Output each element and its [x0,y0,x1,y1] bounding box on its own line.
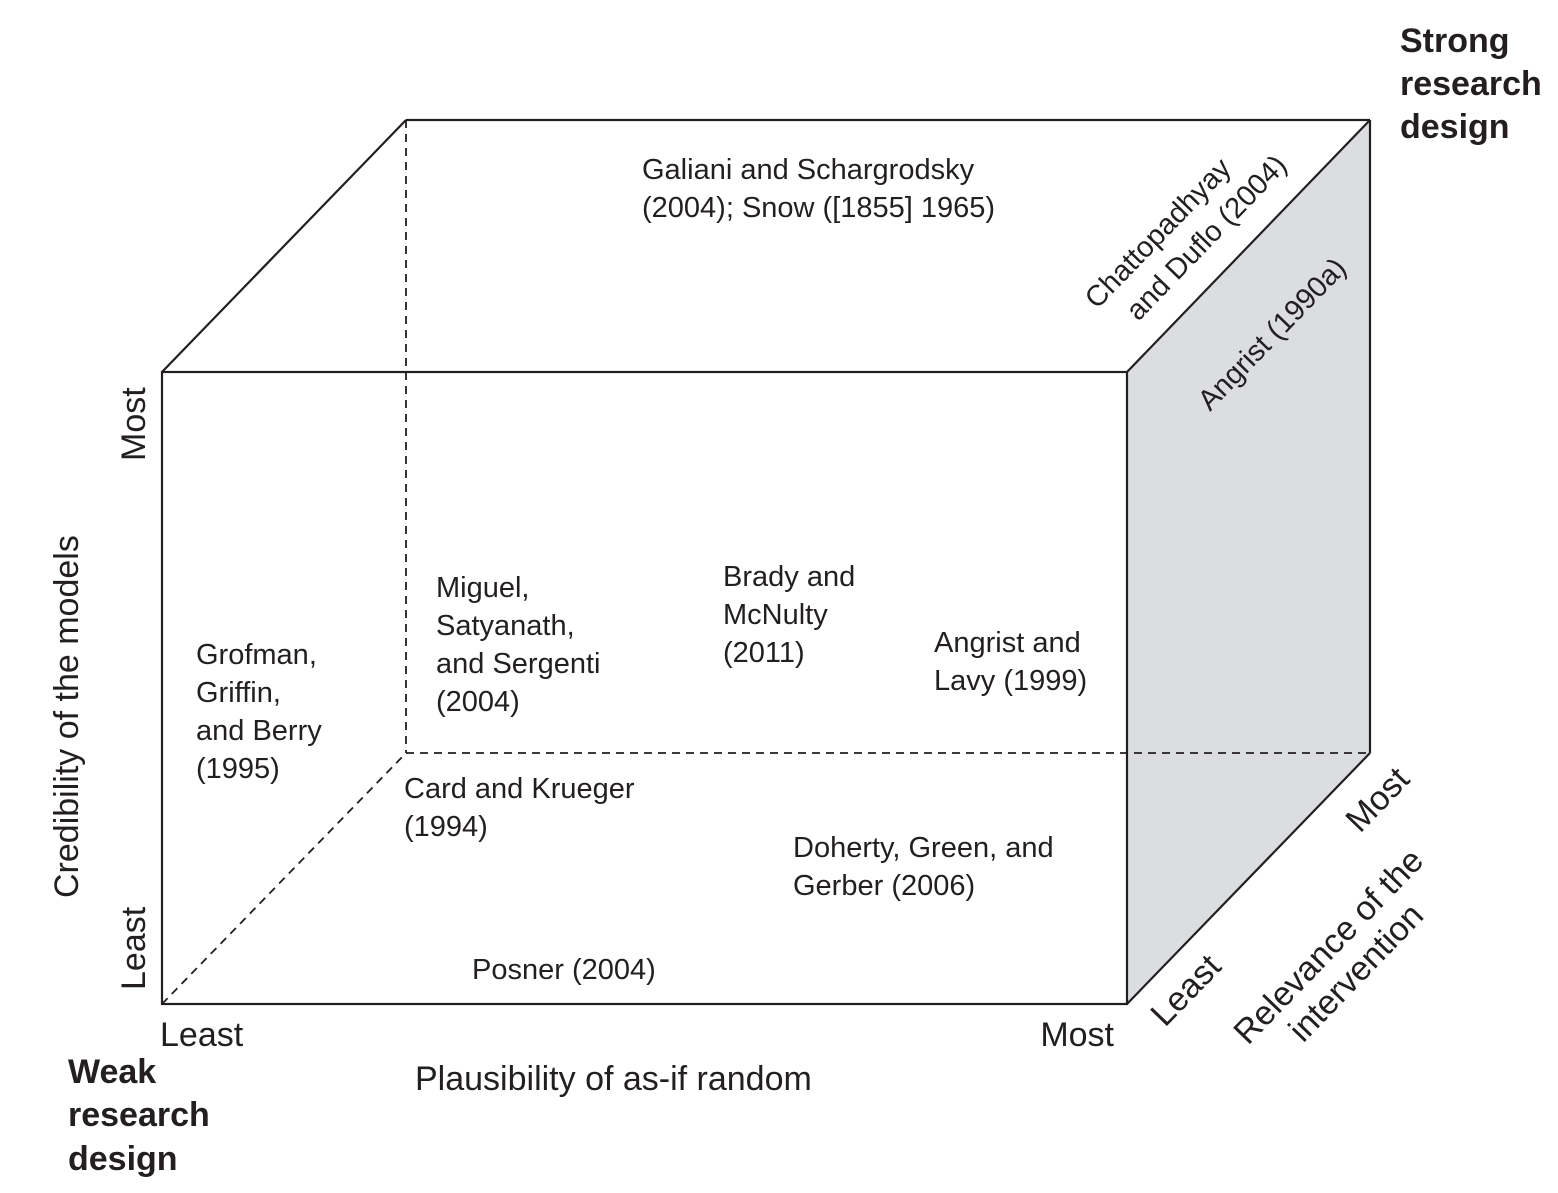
edge-top-right-depth [1126,119,1371,373]
study-grofman-griffin-berry: Grofman, Griffin, and Berry (1995) [196,639,330,785]
strong-research-design-label: Strong research design [1400,22,1551,146]
y-axis-high-label: Most [115,387,153,461]
hidden-edge-bottom-left-depth [161,752,407,1005]
y-axis-title: Credibility of the models [48,535,86,898]
study-posner: Posner (2004) [472,954,656,986]
right-face-shading [1127,120,1370,1004]
x-axis-low-label: Least [160,1016,244,1054]
weak-research-design-label: Weak research design [68,1053,219,1178]
front-face [160,370,1129,1006]
z-axis-title: Relevance of the intervention [1226,842,1431,1052]
study-miguel-satyanath-sergenti: Miguel, Satyanath, and Sergenti (2004) [436,572,609,718]
edge-bottom-right-depth [1126,752,1371,1005]
study-angrist-lavy: Angrist and Lavy (1999) [934,627,1089,697]
x-axis-high-label: Most [1040,1016,1114,1054]
x-axis-title: Plausibility of as-if random [415,1060,812,1098]
study-galiani-snow: Galiani and Schargrodsky (2004); Snow ([… [642,154,995,224]
y-axis-low-label: Least [115,906,153,990]
study-brady-mcnulty: Brady and McNulty (2011) [723,561,863,669]
edge-top-left-depth [161,119,407,373]
study-doherty-green-gerber: Doherty, Green, and Gerber (2006) [793,832,1062,902]
study-card-krueger: Card and Krueger (1994) [404,773,643,843]
